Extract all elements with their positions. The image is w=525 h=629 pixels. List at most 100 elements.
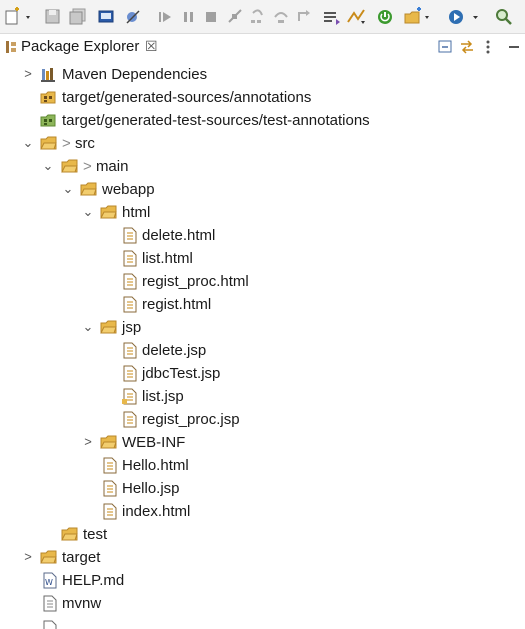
markdown-file-icon: W	[41, 572, 59, 589]
tree-item-label: index.html	[122, 503, 191, 520]
file-icon	[101, 480, 119, 497]
tree-item-label: list.html	[142, 250, 193, 267]
source-folder-icon	[40, 112, 58, 129]
run-icon[interactable]	[447, 7, 483, 27]
save-all-icon[interactable]	[68, 7, 88, 27]
use-step-filters-icon[interactable]	[346, 7, 368, 27]
file-icon	[101, 457, 119, 474]
tree-item-generated-test-sources-test-annotations[interactable]: target/generated-test-sources/test-annot…	[0, 109, 525, 132]
save-icon[interactable]	[44, 7, 62, 27]
tree-item-src[interactable]: ⌄ > src	[0, 132, 525, 155]
file-icon	[101, 503, 119, 520]
tree-item-jdbctest-jsp[interactable]: jdbcTest.jsp	[0, 362, 525, 385]
tree-item-hello-html[interactable]: Hello.html	[0, 454, 525, 477]
drop-to-frame-icon[interactable]	[322, 7, 342, 27]
step-into-icon[interactable]	[249, 7, 267, 27]
tree-item-label: Hello.html	[122, 457, 189, 474]
tree-item-label: list.jsp	[142, 388, 184, 405]
disconnect-icon[interactable]	[226, 7, 244, 27]
tree-item-label: html	[122, 204, 151, 221]
tree-item-label: test	[83, 526, 108, 543]
file-icon	[121, 388, 139, 405]
tree-item-webapp[interactable]: ⌄ webapp	[0, 178, 525, 201]
tree-item-label: WEB-INF	[122, 434, 186, 451]
tree-item-test[interactable]: test	[0, 523, 525, 546]
resume-icon[interactable]	[156, 7, 174, 27]
minimize-icon[interactable]	[506, 38, 522, 56]
folder-icon	[100, 204, 118, 221]
link-with-editor-icon[interactable]	[459, 38, 475, 56]
tree-item-label: > main	[83, 158, 129, 175]
folder-icon	[100, 434, 118, 451]
folder-icon	[80, 181, 98, 198]
svg-text:W: W	[45, 578, 53, 587]
terminate-icon[interactable]	[203, 7, 221, 27]
close-icon[interactable]: ☒	[145, 38, 158, 54]
tree-item-label: HELP.md	[62, 572, 125, 589]
library-icon	[40, 66, 58, 83]
step-return-icon[interactable]	[295, 7, 313, 27]
tree-item-index-html[interactable]: index.html	[0, 500, 525, 523]
file-icon	[121, 411, 139, 428]
tree-item-label: regist_proc.jsp	[142, 411, 240, 428]
chevron-right-icon[interactable]: >	[24, 549, 32, 564]
tree-item-partial	[0, 617, 525, 629]
source-folder-icon	[40, 89, 58, 106]
tree-item-target[interactable]: > target	[0, 546, 525, 569]
step-over-icon[interactable]	[272, 7, 290, 27]
tree-item-label: mvnw	[62, 595, 102, 612]
tree-item-hello-jsp[interactable]: Hello.jsp	[0, 477, 525, 500]
file-icon	[41, 620, 59, 629]
search-icon[interactable]	[494, 7, 514, 27]
chevron-right-icon[interactable]: >	[24, 66, 32, 81]
view-menu-icon[interactable]	[483, 38, 493, 56]
tree-item-list-html[interactable]: list.html	[0, 247, 525, 270]
tree-item-delete-jsp[interactable]: delete.jsp	[0, 339, 525, 362]
view-title[interactable]: Package Explorer	[21, 38, 140, 55]
package-tree: > Maven Dependencies target/generated-so…	[0, 60, 525, 629]
new-java-project-icon[interactable]	[403, 7, 433, 27]
file-icon	[121, 227, 139, 244]
file-icon	[121, 296, 139, 313]
folder-icon	[61, 526, 79, 543]
chevron-down-icon[interactable]: ⌄	[62, 181, 74, 196]
tree-item-jsp[interactable]: ⌄ jsp	[0, 316, 525, 339]
folder-icon	[100, 319, 118, 336]
tree-item-main[interactable]: ⌄ > main	[0, 155, 525, 178]
open-console-icon[interactable]	[97, 7, 115, 27]
tree-item-regist-html[interactable]: regist.html	[0, 293, 525, 316]
chevron-down-icon[interactable]: ⌄	[22, 135, 34, 150]
tree-item-label: jdbcTest.jsp	[142, 365, 221, 382]
tree-item-help-md[interactable]: W HELP.md	[0, 569, 525, 592]
skip-breakpoints-icon[interactable]	[124, 7, 142, 27]
file-icon	[121, 342, 139, 359]
suspend-icon[interactable]	[180, 7, 198, 27]
tree-item-regist-proc-jsp[interactable]: regist_proc.jsp	[0, 408, 525, 431]
tree-item-label: regist.html	[142, 296, 212, 313]
tree-item-generated-sources-annotations[interactable]: target/generated-sources/annotations	[0, 86, 525, 109]
collapse-all-icon[interactable]	[437, 38, 453, 56]
tree-item-html[interactable]: ⌄ html	[0, 201, 525, 224]
chevron-right-icon[interactable]: >	[84, 434, 92, 449]
new-wizard-icon[interactable]	[4, 7, 34, 27]
file-icon	[121, 250, 139, 267]
tree-item-web-inf[interactable]: > WEB-INF	[0, 431, 525, 454]
view-tab-bar: Package Explorer ☒	[0, 34, 525, 60]
chevron-down-icon[interactable]: ⌄	[82, 204, 94, 219]
tree-item-label: Hello.jsp	[122, 480, 180, 497]
tree-item-label: target/generated-sources/annotations	[62, 89, 312, 106]
tree-item-delete-html[interactable]: delete.html	[0, 224, 525, 247]
tree-item-regist-proc-html[interactable]: regist_proc.html	[0, 270, 525, 293]
tree-item-label: target/generated-test-sources/test-annot…	[62, 112, 370, 129]
folder-icon	[40, 549, 58, 566]
tree-item-label: Maven Dependencies	[62, 66, 208, 83]
chevron-down-icon[interactable]: ⌄	[42, 158, 54, 173]
chevron-down-icon[interactable]: ⌄	[82, 319, 94, 334]
tree-item-label: > src	[62, 135, 95, 152]
tree-item-list-jsp[interactable]: list.jsp	[0, 385, 525, 408]
package-explorer-icon	[5, 40, 17, 54]
tree-item-mvnw[interactable]: mvnw	[0, 592, 525, 615]
tree-item-label: regist_proc.html	[142, 273, 249, 290]
spring-boot-icon[interactable]	[376, 7, 394, 27]
tree-item-maven-dependencies[interactable]: > Maven Dependencies	[0, 63, 525, 86]
